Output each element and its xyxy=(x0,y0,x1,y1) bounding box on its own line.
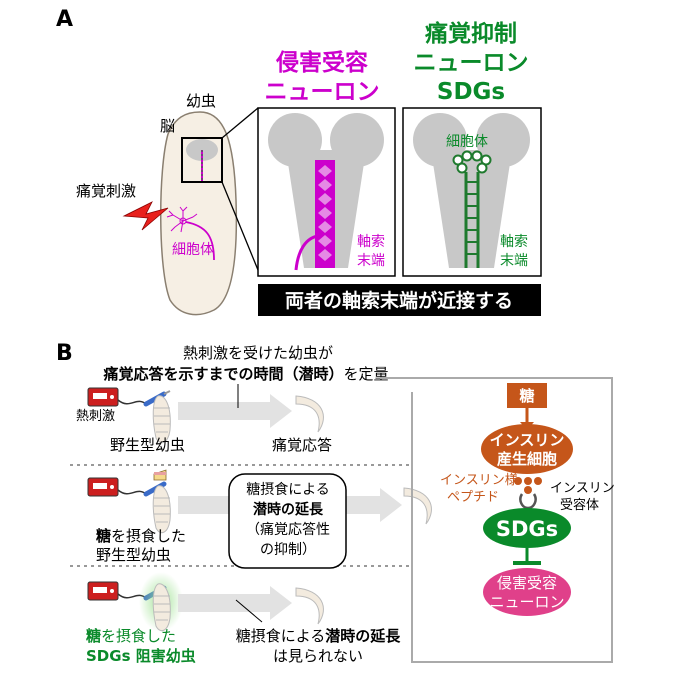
curled-larva-icon-row2 xyxy=(403,487,432,525)
insulin-producing-cell xyxy=(481,424,573,474)
intro-line1: 熱刺激を受けた幼虫が xyxy=(183,344,333,362)
sdg-title-line2: ニューロン xyxy=(414,50,529,76)
curled-larva-icon-row3 xyxy=(295,587,324,625)
sdg-brain-panel xyxy=(402,107,542,277)
row3-pointer xyxy=(235,599,263,623)
model-receptor-line2: 受容体 xyxy=(560,497,599,513)
row2-line1: 糖を摂食した xyxy=(96,527,186,545)
model-sugar-label: 糖 xyxy=(519,387,534,405)
axon-terminal-label-2b: 末端 xyxy=(500,253,528,269)
axon-terminal-label-1a: 軸索 xyxy=(357,233,385,250)
sdg-title-line1: 痛覚抑制 xyxy=(425,20,517,47)
larva-icon-row3 xyxy=(152,583,171,632)
inhibition-bar xyxy=(513,561,541,565)
latency-extension-box xyxy=(228,473,347,569)
model-ins-line1: インスリン xyxy=(490,431,565,449)
box-line4: の抑制） xyxy=(260,542,316,558)
peptide-dots-icon xyxy=(514,477,542,494)
brain-label: 脳 xyxy=(160,117,175,135)
arrow-row3 xyxy=(178,586,292,620)
box-line2: 潜時の延長 xyxy=(253,501,324,518)
nociceptor-dendrites-icon xyxy=(166,206,198,233)
nociceptor-title-line1: 侵害受容 xyxy=(275,49,368,76)
row1-larva-label: 野生型幼虫 xyxy=(110,436,185,454)
nociceptor-brain-panel xyxy=(257,107,396,277)
larva-diagram xyxy=(160,107,259,316)
lightning-bolt-icon xyxy=(122,201,169,231)
model-sdgs-label: SDGs xyxy=(496,517,558,541)
row2-line2: 野生型幼虫 xyxy=(96,546,171,564)
pain-stimulus-label: 痛覚刺激 xyxy=(76,182,136,200)
row3-line1: 糖を摂食した xyxy=(86,627,176,645)
caption-bar xyxy=(258,284,541,316)
box-line3: （痛覚応答性 xyxy=(246,521,330,538)
axon-terminal-label-2a: 軸索 xyxy=(500,233,528,250)
nociceptor-title-line2: ニューロン xyxy=(265,79,380,105)
caption-text: 両者の軸索末端が近接する xyxy=(285,289,513,312)
nociceptor-node xyxy=(483,568,571,616)
model-peptide-line1: インスリン様 xyxy=(440,473,518,488)
row3-result-line2: は見られない xyxy=(273,647,363,665)
box-line1: 糖摂食による xyxy=(246,481,330,498)
model-noci-line2: ニューロン xyxy=(489,593,564,611)
larva-label: 幼虫 xyxy=(186,92,216,110)
sugar-box xyxy=(507,383,547,408)
axon-terminal-label-1b: 末端 xyxy=(357,253,385,269)
model-noci-line1: 侵害受容 xyxy=(497,574,557,592)
panel-b-label: B xyxy=(56,341,73,366)
cake-icon xyxy=(153,469,167,481)
model-ins-line2: 産生細胞 xyxy=(497,450,557,468)
sdg-cell-body-label: 細胞体 xyxy=(446,134,488,150)
model-peptide-line2: ペプチド xyxy=(447,490,499,505)
model-receptor-line1: インスリン xyxy=(550,481,615,496)
curled-larva-icon-row1 xyxy=(295,395,324,433)
arrow-row1 xyxy=(178,394,292,428)
row3-result-line1: 糖摂食による潜時の延長 xyxy=(236,627,402,645)
larva-icon-row2 xyxy=(152,485,171,534)
row3-line2: SDGs 阻害幼虫 xyxy=(86,647,196,665)
brain-zoom-box xyxy=(181,137,223,183)
cell-body-label: 細胞体 xyxy=(172,242,214,258)
larva-icon-row1 xyxy=(152,395,171,444)
sdg-title-line3: SDGs xyxy=(437,79,505,105)
heat-probe-icon-row2 xyxy=(87,477,167,497)
model-panel-frame xyxy=(380,377,613,663)
intro-line2: 痛覚応答を示すまでの時間（潜時）を定量 xyxy=(102,365,388,383)
heat-stim-label: 熱刺激 xyxy=(76,409,115,424)
row1-response-label: 痛覚応答 xyxy=(272,436,332,454)
panel-a-label: A xyxy=(56,7,73,32)
sdgs-node xyxy=(483,508,571,548)
